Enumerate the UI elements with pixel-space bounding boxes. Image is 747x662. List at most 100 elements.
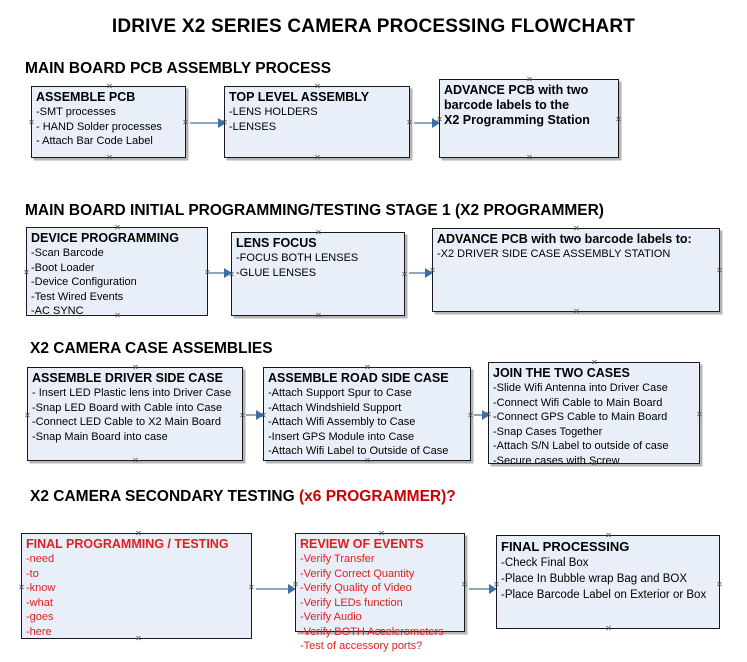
anchor-handle-right[interactable] (406, 119, 413, 126)
box-line: -Slide Wifi Antenna into Driver Case (493, 382, 668, 394)
anchor-handle-right[interactable] (248, 584, 255, 591)
anchor-handle-top[interactable] (315, 229, 322, 236)
box-line: -SMT processes (36, 106, 116, 118)
anchor-handle-bottom[interactable] (526, 154, 533, 161)
box-title: ASSEMBLE PCB (36, 90, 136, 104)
anchor-handle-bottom[interactable] (106, 154, 113, 161)
box-line: -Snap Main Board into case (32, 430, 168, 443)
box-line: -Check Final Box (501, 557, 589, 569)
box-line: - HAND Solder processes (36, 120, 162, 133)
section-heading-x2-camera-case-assemblies: X2 CAMERA CASE ASSEMBLIES (30, 340, 273, 358)
anchor-handle-bottom[interactable] (573, 308, 580, 315)
anchor-handle-right[interactable] (716, 581, 723, 588)
section-heading-text: X2 CAMERA CASE ASSEMBLIES (30, 340, 273, 357)
connector-arrow-device-programming-to-lens-focus (209, 268, 232, 278)
anchor-handle-bottom[interactable] (132, 457, 139, 464)
connector-arrow-assemble-pcb-to-top-level-assembly (190, 118, 226, 128)
connector-shaft (190, 122, 219, 124)
box-line: -need (26, 553, 55, 565)
section-heading-text: MAIN BOARD INITIAL PROGRAMMING/TESTING S… (25, 202, 604, 219)
box-title: DEVICE PROGRAMMING (31, 231, 179, 245)
anchor-handle-top[interactable] (591, 359, 598, 366)
box-title: REVIEW OF EVENTS (300, 537, 424, 551)
section-heading-text: MAIN BOARD PCB ASSEMBLY PROCESS (25, 60, 332, 77)
box-line: -Attach Wifi Label to Outside of Case (268, 445, 449, 457)
anchor-handle-right[interactable] (696, 411, 703, 418)
box-line: -Attach Support Spur to Case (268, 387, 412, 399)
anchor-handle-left[interactable] (18, 584, 25, 591)
box-line: -here (26, 625, 52, 638)
box-line: -Test Wired Events (31, 290, 124, 303)
anchor-handle-right[interactable] (401, 271, 408, 278)
connector-arrow-top-level-assembly-to-advance-pcb (414, 118, 440, 128)
box-line: -GLUE LENSES (236, 266, 317, 279)
box-line: -Snap LED Board with Cable into Case (32, 401, 223, 414)
section-heading-x2-camera-secondary-testing: X2 CAMERA SECONDARY TESTING (x6 PROGRAMM… (30, 488, 456, 506)
section-heading-main-board-pcb-assembly: MAIN BOARD PCB ASSEMBLY PROCESS (25, 60, 331, 78)
process-box-assemble-driver-side-case[interactable]: ASSEMBLE DRIVER SIDE CASE - Insert LED P… (27, 367, 243, 461)
box-line: -Verify LEDs function (300, 596, 403, 609)
anchor-handle-right[interactable] (716, 267, 723, 274)
process-box-device-programming[interactable]: DEVICE PROGRAMMING -Scan Barcode -Boot L… (23, 224, 208, 317)
process-box-final-programming-testing[interactable]: FINAL PROGRAMMING / TESTING -need -to -k… (21, 533, 252, 639)
anchor-handle-bottom[interactable] (314, 154, 321, 161)
anchor-handle-right[interactable] (615, 116, 622, 123)
anchor-handle-left[interactable] (28, 119, 35, 126)
anchor-handle-top[interactable] (132, 364, 139, 371)
anchor-handle-bottom[interactable] (315, 312, 322, 319)
anchor-handle-right[interactable] (239, 412, 246, 419)
box-line: -Scan Barcode (31, 247, 104, 259)
anchor-handle-bottom[interactable] (605, 625, 612, 632)
arrowhead-icon (288, 584, 296, 594)
anchor-handle-top[interactable] (526, 76, 533, 83)
anchor-handle-right[interactable] (467, 412, 474, 419)
arrowhead-icon (482, 410, 490, 420)
anchor-handle-top[interactable] (364, 364, 371, 371)
box-line: -Place In Bubble wrap Bag and BOX (501, 573, 688, 585)
connector-shaft (209, 272, 225, 274)
anchor-handle-top[interactable] (135, 530, 142, 537)
anchor-handle-right[interactable] (461, 581, 468, 588)
box-line: -Attach S/N Label to outside of case (493, 440, 669, 452)
connector-arrow-final-programming-to-review-of-events (256, 584, 296, 594)
box-title-line3: X2 Programming Station (444, 113, 590, 127)
process-box-final-processing[interactable]: FINAL PROCESSING -Check Final Box -Place… (496, 535, 720, 629)
box-line: -Verify BOTH Accelerometers (300, 625, 444, 638)
process-box-review-of-events[interactable]: REVIEW OF EVENTS -Verify Transfer -Verif… (295, 530, 468, 652)
anchor-handle-top[interactable] (378, 530, 385, 537)
process-box-assemble-road-side-case[interactable]: ASSEMBLE ROAD SIDE CASE -Attach Support … (263, 367, 471, 461)
section-heading-main-board-initial-programming: MAIN BOARD INITIAL PROGRAMMING/TESTING S… (25, 202, 604, 220)
box-title: LENS FOCUS (236, 236, 317, 250)
box-line: -Device Configuration (31, 276, 137, 288)
box-line: -Secure cases with Screw (493, 454, 620, 467)
anchor-handle-top[interactable] (605, 532, 612, 539)
section-heading-text: X2 CAMERA SECONDARY TESTING (30, 488, 299, 505)
connector-shaft (474, 414, 483, 416)
anchor-handle-left[interactable] (23, 269, 30, 276)
box-title: TOP LEVEL ASSEMBLY (229, 90, 370, 104)
anchor-handle-top[interactable] (573, 225, 580, 232)
anchor-handle-top[interactable] (314, 83, 321, 90)
box-line: -Connect GPS Cable to Main Board (493, 411, 668, 423)
process-box-join-the-two-cases[interactable]: JOIN THE TWO CASES -Slide Wifi Antenna i… (488, 359, 703, 467)
anchor-handle-right[interactable] (182, 119, 189, 126)
process-box-advance-pcb-to-x2-programming-station[interactable]: ADVANCE PCB with two barcode labels to t… (439, 79, 619, 158)
connector-shaft (469, 588, 490, 590)
box-title: ASSEMBLE ROAD SIDE CASE (268, 371, 449, 385)
process-box-lens-focus[interactable]: LENS FOCUS -FOCUS BOTH LENSES -GLUE LENS… (231, 232, 405, 316)
process-box-assemble-pcb[interactable]: ASSEMBLE PCB -SMT processes - HAND Solde… (31, 86, 186, 158)
box-line: -AC SYNC (31, 305, 84, 317)
box-title-line2: barcode labels to the (444, 98, 570, 112)
box-line: -Verify Correct Quantity (300, 567, 415, 580)
connector-shaft (414, 122, 433, 124)
box-line-overflow: -Test of accessory ports? (300, 640, 423, 652)
anchor-handle-top[interactable] (106, 83, 113, 90)
box-line: -Attach Windshield Support (268, 401, 402, 414)
box-line: -Place Barcode Label on Exterior or Box (501, 589, 707, 601)
process-box-advance-pcb-to-driver-side-case-station[interactable]: ADVANCE PCB with two barcode labels to: … (432, 228, 720, 312)
anchor-handle-top[interactable] (114, 224, 121, 231)
anchor-handle-left[interactable] (24, 412, 31, 419)
process-box-top-level-assembly[interactable]: TOP LEVEL ASSEMBLY -LENS HOLDERS -LENSES (224, 86, 410, 158)
arrowhead-icon (432, 118, 440, 128)
